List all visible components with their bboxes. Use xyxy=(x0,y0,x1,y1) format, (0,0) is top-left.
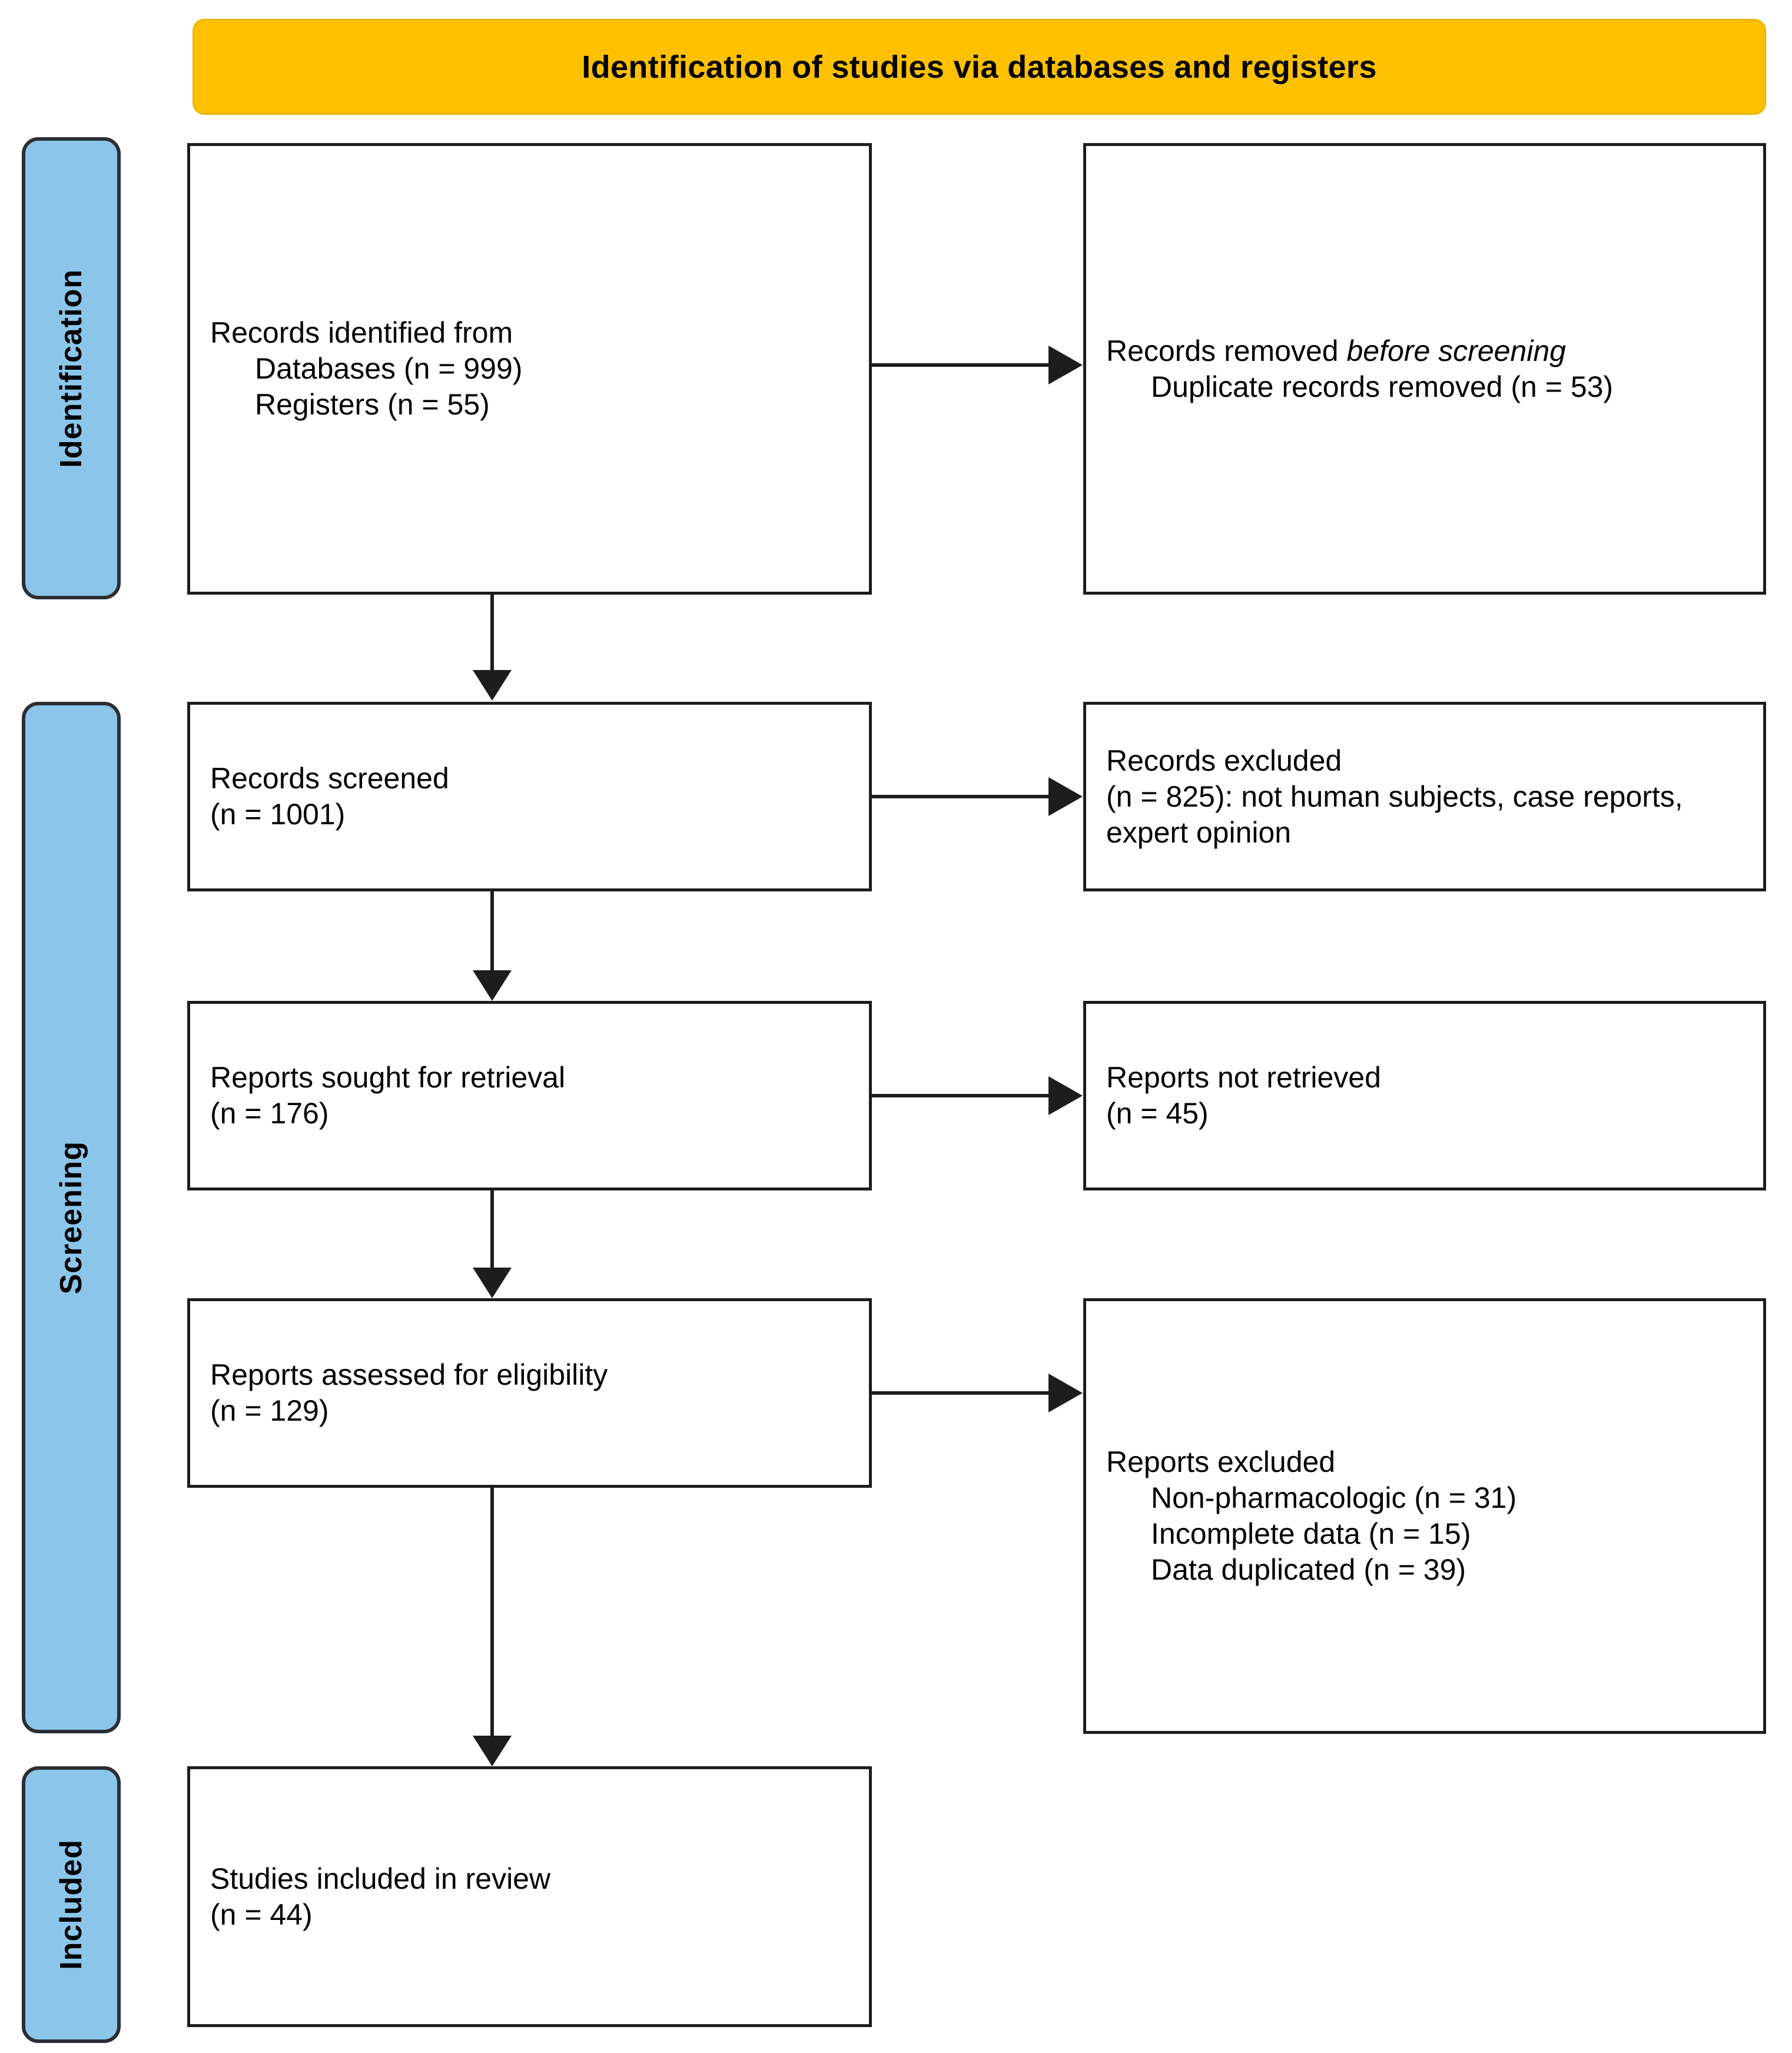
arrowhead-right-icon xyxy=(1048,346,1083,384)
stage-label-included: Included xyxy=(22,1766,121,2043)
box-line: Data duplicated (n = 39) xyxy=(1151,1553,1466,1586)
box-line: Duplicate records removed (n = 53) xyxy=(1151,370,1614,403)
box-studies-included-in-review: Studies included in review (n = 44) xyxy=(187,1766,872,2027)
arrowhead-down-icon xyxy=(473,970,512,1001)
box-records-excluded: Records excluded (n = 825): not human su… xyxy=(1083,702,1766,891)
box-line: (n = 129) xyxy=(210,1394,329,1427)
box-reports-assessed-for-eligibility: Reports assessed for eligibility (n = 12… xyxy=(187,1298,872,1488)
box-line: Records removed before screening xyxy=(1106,333,1743,369)
connector-identified-to-removed xyxy=(872,363,1048,367)
stage-label-text: Included xyxy=(54,1839,88,1970)
arrowhead-right-icon xyxy=(1048,1374,1083,1412)
box-line: Databases (n = 999) xyxy=(255,352,523,385)
arrowhead-down-icon xyxy=(473,670,512,701)
connector-screened-to-sought xyxy=(490,891,494,970)
box-line: Records excluded xyxy=(1106,744,1342,777)
banner-title: Identification of studies via databases … xyxy=(582,49,1377,85)
connector-assessed-to-included xyxy=(490,1488,494,1736)
box-line: (n = 44) xyxy=(210,1898,313,1931)
arrowhead-down-icon xyxy=(473,1268,512,1298)
box-line-prefix: Records removed xyxy=(1106,334,1347,367)
connector-identified-to-screened xyxy=(490,595,494,670)
box-line: (n = 825): not human subjects, case repo… xyxy=(1106,780,1683,849)
box-line: Reports excluded xyxy=(1106,1445,1336,1478)
box-records-removed-before-screening: Records removed before screening Duplica… xyxy=(1083,143,1766,595)
connector-sought-to-not-retrieved xyxy=(872,1094,1048,1097)
box-records-identified: Records identified from Databases (n = 9… xyxy=(187,143,872,595)
arrowhead-down-icon xyxy=(473,1736,512,1766)
banner-identification: Identification of studies via databases … xyxy=(193,19,1766,115)
stage-label-text: Identification xyxy=(54,268,88,468)
box-reports-not-retrieved: Reports not retrieved (n = 45) xyxy=(1083,1001,1766,1190)
stage-label-identification: Identification xyxy=(22,137,121,599)
stage-label-text: Screening xyxy=(54,1140,88,1295)
connector-assessed-to-reports-excluded xyxy=(872,1391,1048,1395)
box-line: (n = 176) xyxy=(210,1097,329,1130)
box-line: Records screened xyxy=(210,762,449,795)
arrowhead-right-icon xyxy=(1048,1076,1083,1115)
box-reports-excluded: Reports excluded Non-pharmacologic (n = … xyxy=(1083,1298,1766,1734)
box-line-italic: before screening xyxy=(1346,334,1566,367)
box-records-screened: Records screened (n = 1001) xyxy=(187,702,872,891)
box-line: (n = 1001) xyxy=(210,798,346,831)
box-line: Incomplete data (n = 15) xyxy=(1151,1517,1471,1550)
connector-sought-to-assessed xyxy=(490,1190,494,1268)
box-line: Reports not retrieved xyxy=(1106,1061,1381,1094)
stage-label-screening: Screening xyxy=(22,702,121,1733)
box-reports-sought-for-retrieval: Reports sought for retrieval (n = 176) xyxy=(187,1001,872,1190)
connector-screened-to-records-excluded xyxy=(872,795,1048,798)
box-line: Studies included in review xyxy=(210,1862,551,1895)
arrowhead-right-icon xyxy=(1048,777,1083,816)
box-line: (n = 45) xyxy=(1106,1097,1209,1130)
box-line: Records identified from xyxy=(210,316,513,349)
box-line: Registers (n = 55) xyxy=(255,388,490,421)
box-line: Reports sought for retrieval xyxy=(210,1061,566,1094)
box-line: Non-pharmacologic (n = 31) xyxy=(1151,1481,1517,1514)
box-line: Reports assessed for eligibility xyxy=(210,1358,608,1391)
